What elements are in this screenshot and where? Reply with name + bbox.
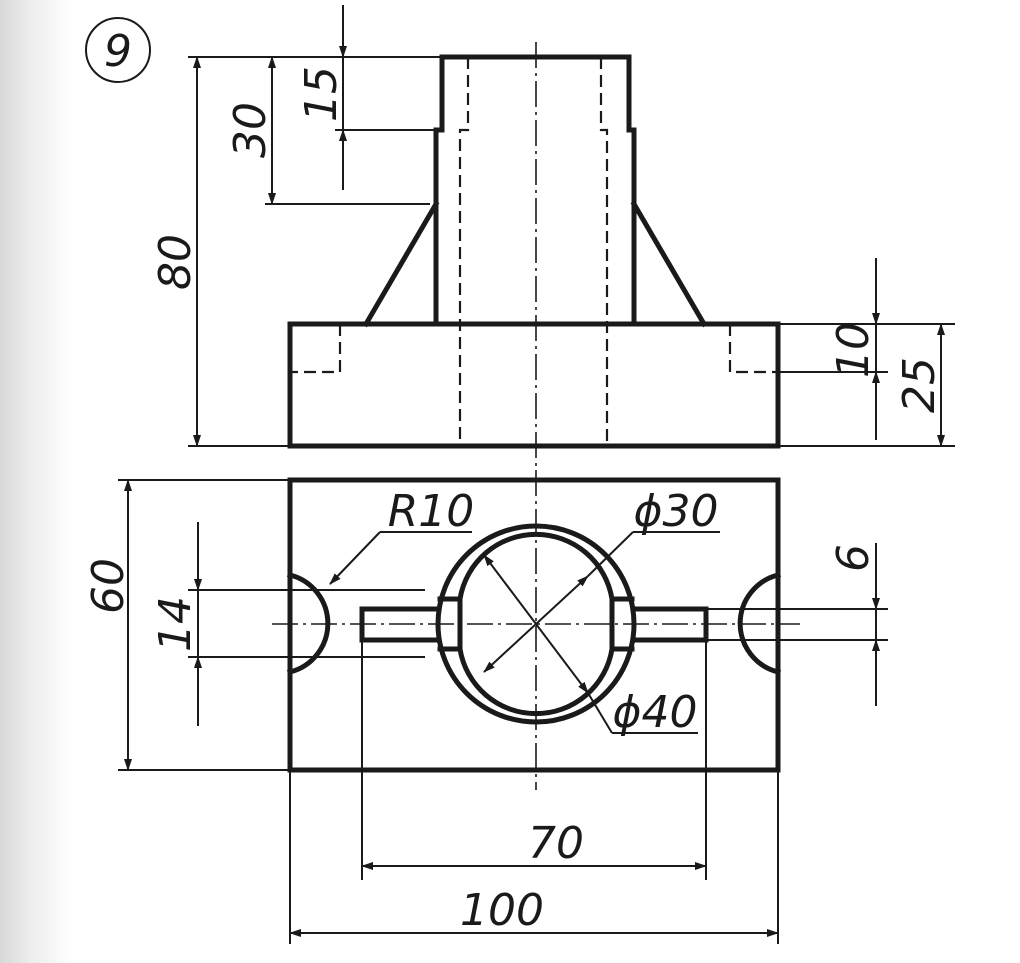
dim-r10: R10 (388, 486, 475, 537)
dim-15: 15 (296, 66, 347, 122)
front-view: 80 30 15 10 25 (150, 5, 955, 470)
dim-6: 6 (828, 544, 879, 572)
dim-60: 60 (83, 558, 134, 614)
dim-100: 100 (460, 885, 544, 936)
bore-hidden-right (599, 57, 609, 446)
top-view: ϕ30 ϕ40 R10 60 14 6 70 (83, 470, 888, 944)
cylinder-right-edge (626, 127, 637, 327)
bore-hidden-left (458, 57, 470, 446)
dim-30: 30 (225, 102, 276, 158)
right-rib (630, 200, 708, 328)
dim-phi30: ϕ30 (633, 486, 718, 537)
dim-80: 80 (150, 234, 201, 290)
slot-hidden-right (728, 324, 778, 374)
dim-10: 10 (828, 322, 879, 378)
dim-14: 14 (150, 596, 201, 652)
cylinder-left-edge (433, 127, 445, 327)
dim-25: 25 (894, 357, 945, 413)
dim-70: 70 (528, 818, 584, 869)
dim-phi40: ϕ40 (612, 687, 697, 738)
slot-hidden-left (290, 324, 342, 374)
left-rib (362, 200, 440, 328)
figure-number-badge: 9 (85, 17, 151, 83)
base-plan (287, 477, 781, 773)
figure-number: 9 (104, 26, 132, 77)
base-block (287, 321, 781, 449)
